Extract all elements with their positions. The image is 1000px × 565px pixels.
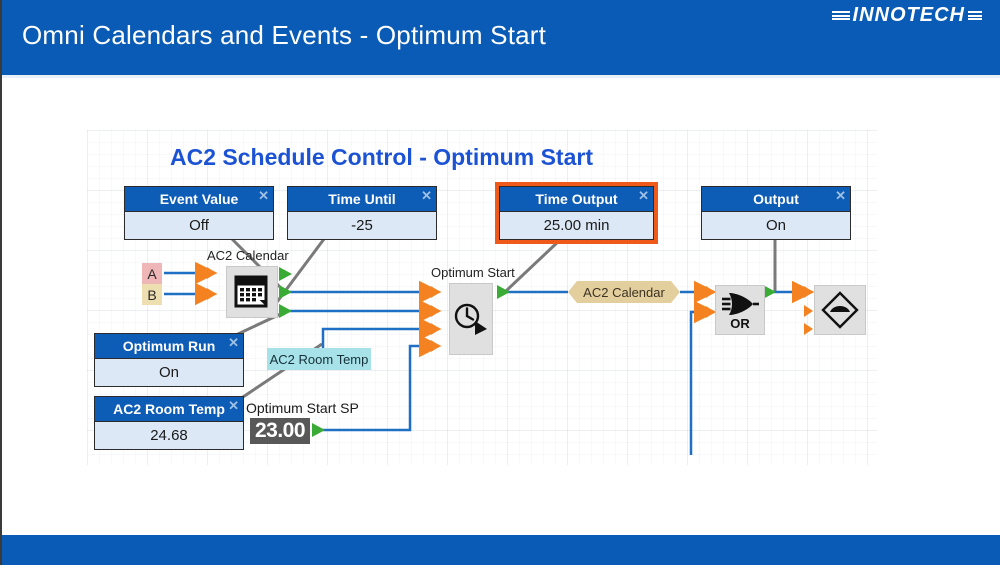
input-source-a-label: A — [147, 265, 157, 282]
value-box-header: Output ✕ — [702, 187, 850, 212]
value-box-time-until[interactable]: Time Until ✕ -25 — [287, 186, 437, 240]
value-box-ac2-room-temp[interactable]: AC2 Room Temp ✕ 24.68 — [94, 396, 244, 450]
signal-tag-label: AC2 Calendar — [583, 284, 665, 300]
setpoint-label: Optimum Start SP — [246, 400, 359, 416]
or-gate-label: OR — [730, 315, 750, 331]
signal-tag-label: AC2 Room Temp — [269, 351, 369, 367]
close-icon[interactable]: ✕ — [638, 188, 649, 203]
signal-tag-ac2-calendar[interactable]: AC2 Calendar — [568, 281, 680, 303]
value-box-value: 25.00 min — [500, 212, 653, 239]
value-box-header: Optimum Run ✕ — [95, 334, 243, 359]
value-box-label: Optimum Run — [122, 338, 216, 354]
value-box-value: Off — [125, 212, 273, 239]
logo-right-rule — [968, 11, 982, 20]
input-source-a[interactable]: A — [142, 263, 162, 284]
output-diamond-icon — [821, 291, 859, 329]
value-box-output[interactable]: Output ✕ On — [701, 186, 851, 240]
close-icon[interactable]: ✕ — [228, 335, 239, 350]
value-box-header: Time Output ✕ — [500, 187, 653, 212]
value-box-event-value[interactable]: Event Value ✕ Off — [124, 186, 274, 240]
value-box-value: -25 — [288, 212, 436, 239]
input-source-b[interactable]: B — [142, 284, 162, 305]
brand-logo: INNOTECH — [831, 4, 982, 27]
block-optimum-start[interactable] — [449, 283, 493, 355]
block-label-ac2-calendar: AC2 Calendar — [207, 248, 289, 263]
close-icon[interactable]: ✕ — [258, 188, 269, 203]
brand-name: INNOTECH — [852, 4, 965, 26]
block-ac2-calendar[interactable] — [226, 266, 278, 318]
value-box-header: Time Until ✕ — [288, 187, 436, 212]
value-box-value: On — [702, 212, 850, 239]
value-box-header: AC2 Room Temp ✕ — [95, 397, 243, 422]
signal-tag-ac2-room-temp[interactable]: AC2 Room Temp — [267, 348, 371, 370]
value-box-value: On — [95, 359, 243, 386]
input-source-b-label: B — [147, 286, 157, 303]
close-icon[interactable]: ✕ — [228, 398, 239, 413]
value-box-optimum-run[interactable]: Optimum Run ✕ On — [94, 333, 244, 387]
block-output-actuator[interactable] — [814, 285, 866, 335]
header-divider — [2, 75, 1000, 78]
value-box-time-output[interactable]: Time Output ✕ 25.00 min — [495, 182, 658, 244]
value-box-label: AC2 Room Temp — [113, 401, 225, 417]
value-box-value: 24.68 — [95, 422, 243, 449]
clock-play-icon — [454, 303, 487, 335]
value-box-header: Event Value ✕ — [125, 187, 273, 212]
logo-left-rule — [831, 11, 850, 20]
calendar-icon — [234, 275, 268, 308]
or-gate-icon — [722, 292, 759, 315]
value-box-label: Output — [753, 191, 799, 207]
close-icon[interactable]: ✕ — [421, 188, 432, 203]
value-box-label: Event Value — [159, 191, 239, 207]
page-title: Omni Calendars and Events - Optimum Star… — [22, 20, 547, 50]
value-box-label: Time Output — [535, 191, 618, 207]
setpoint-value[interactable]: 23.00 — [250, 418, 310, 444]
close-icon[interactable]: ✕ — [835, 188, 846, 203]
value-box-label: Time Until — [328, 191, 396, 207]
block-or-gate[interactable]: OR — [715, 285, 765, 335]
block-label-optimum-start: Optimum Start — [431, 265, 515, 280]
footer-bar — [2, 535, 1000, 565]
diagram-title: AC2 Schedule Control - Optimum Start — [170, 144, 593, 170]
